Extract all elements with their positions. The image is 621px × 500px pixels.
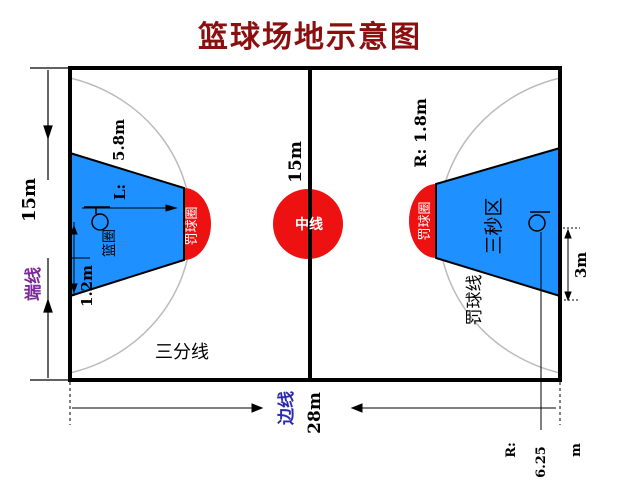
dim-3m-lines bbox=[560, 227, 580, 302]
free-throw-circle-right bbox=[409, 184, 436, 258]
key-length-label: 5.8m bbox=[110, 119, 128, 161]
hoop-label-left: 篮圈 bbox=[102, 229, 118, 257]
key-left bbox=[70, 153, 184, 296]
dim-length-lines bbox=[69, 382, 561, 425]
court-boundary bbox=[68, 66, 562, 382]
three-point-line-label: 三分线 bbox=[155, 342, 209, 363]
free-throw-line-label: 罚球线 bbox=[465, 275, 485, 326]
free-throw-circle-left bbox=[184, 188, 211, 260]
hoop-right-icon bbox=[528, 211, 550, 232]
free-throw-circle-label-left: 罚球圈 bbox=[185, 206, 200, 245]
free-throw-radius-label: R: 1.8m bbox=[411, 98, 430, 168]
dim-3m-label: 3m bbox=[572, 252, 590, 278]
side-line-label: 边线 bbox=[276, 391, 297, 426]
dim-end-width-label: 15m bbox=[19, 178, 40, 222]
three-pt-radius-unit-label: m bbox=[569, 443, 584, 457]
three-pt-radius-r-label: R: bbox=[504, 442, 519, 458]
end-line-label: 端线 bbox=[23, 267, 44, 301]
length-label: 28m bbox=[305, 392, 325, 434]
three-pt-radius-value-label: 6.25 bbox=[534, 446, 549, 478]
key-right bbox=[436, 148, 560, 296]
diagram-title: 篮球场地示意图 bbox=[198, 20, 422, 55]
dim-1-2m-label: 1.2m bbox=[78, 265, 96, 307]
key-letter-label: L: bbox=[111, 184, 129, 200]
dim-end-line-arrows bbox=[30, 67, 68, 381]
center-width-label: 15m bbox=[286, 141, 306, 183]
dim-1-2m-lines bbox=[70, 222, 90, 296]
free-throw-circle-label-right: 罚球圈 bbox=[418, 201, 433, 240]
dim-key-length-lines bbox=[82, 204, 178, 212]
center-circle-label: 中线 bbox=[295, 216, 323, 233]
three-second-area-label: 三秒区 bbox=[483, 197, 505, 254]
